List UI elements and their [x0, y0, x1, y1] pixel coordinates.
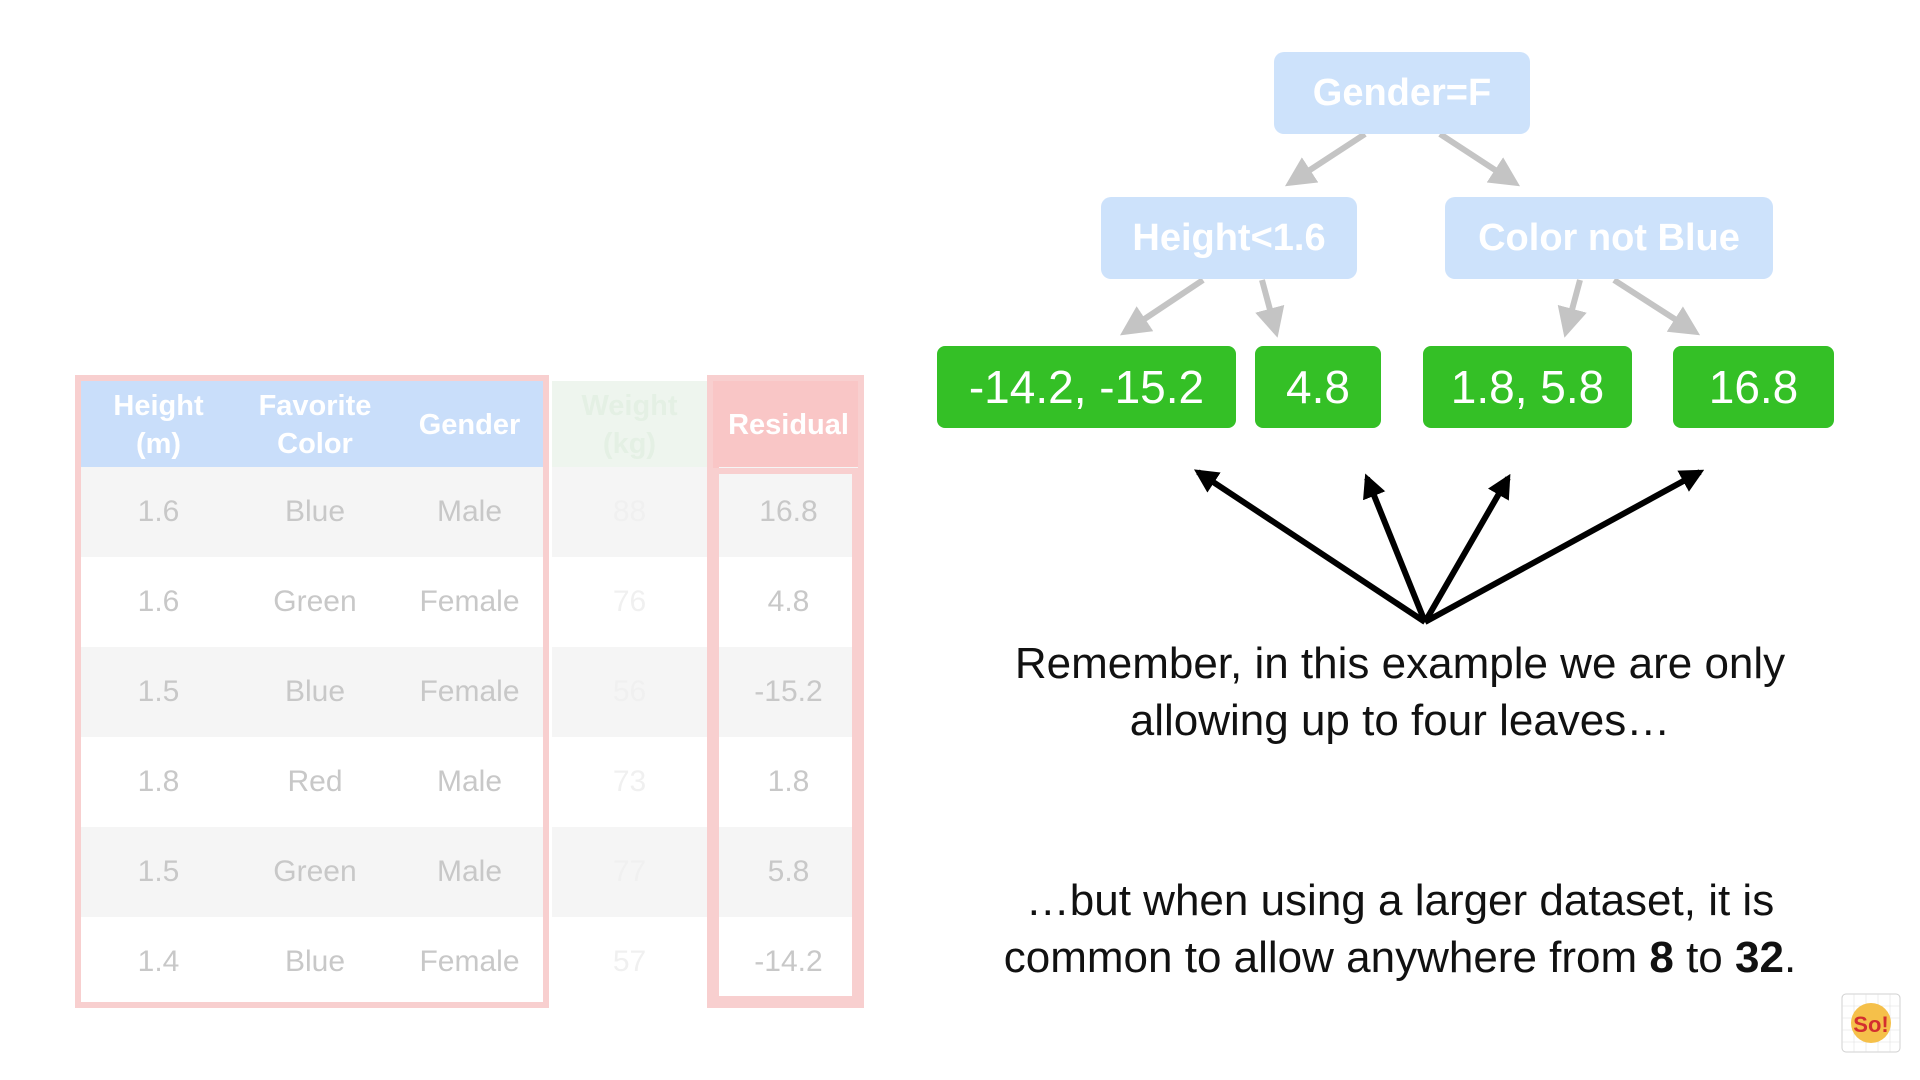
cell-weight: 57: [612, 945, 647, 978]
header-favorite-color: Favorite Color: [236, 381, 394, 468]
cell-residual: 16.8: [719, 467, 858, 557]
cell-gender: Male: [436, 765, 503, 798]
header-residual: Residual: [713, 381, 864, 468]
statquest-logo: So!: [1840, 992, 1902, 1054]
larger-dataset-prefix: …but when using a larger dataset, it is …: [1003, 876, 1775, 982]
pointer-arrow-2: [1363, 473, 1428, 624]
period: .: [1783, 933, 1797, 982]
leaf-4: 16.8: [1673, 346, 1834, 428]
max-leaves-number: 32: [1735, 933, 1784, 982]
cell-gender: Female: [419, 945, 520, 978]
leaf-3: 1.8, 5.8: [1423, 346, 1632, 428]
cell-gender: Male: [394, 467, 545, 557]
cell-height: 1.5: [81, 647, 236, 737]
cell-favorite-color: Blue: [236, 467, 394, 557]
edge-root-right: [1438, 131, 1521, 187]
edge-right-leaf3: [1557, 279, 1587, 338]
cell-gender: Male: [394, 827, 545, 917]
cell-weight: 56: [552, 647, 707, 737]
cell-height: 1.5: [81, 827, 236, 917]
header-height: Height (m): [81, 381, 236, 468]
cell-gender: Female: [394, 647, 545, 737]
leaf-2: 4.8: [1255, 346, 1381, 428]
edge-root-left: [1284, 131, 1367, 187]
edge-left-leaf2: [1255, 279, 1285, 338]
residual-column-frame: [707, 375, 864, 1008]
cell-favorite-color: Blue: [236, 647, 394, 737]
cell-weight: 76: [612, 585, 647, 618]
edge-left-leaf1: [1120, 277, 1205, 336]
cell-favorite-color: Red: [287, 765, 343, 798]
logo-badge-icon: So!: [1841, 993, 1901, 1053]
cell-favorite-color: Green: [236, 827, 394, 917]
min-leaves-number: 8: [1649, 933, 1674, 982]
leaf-1: -14.2, -15.2: [937, 346, 1236, 428]
to-word: to: [1673, 933, 1736, 982]
cell-residual: 5.8: [719, 827, 858, 917]
cell-weight: 73: [612, 765, 647, 798]
cell-residual: -15.2: [719, 647, 858, 737]
svg-text:So!: So!: [1853, 1012, 1888, 1037]
remember-text: Remember, in this example we are only al…: [1014, 639, 1786, 745]
cell-height: 1.4: [137, 945, 180, 978]
tree-root-node: Gender=F: [1274, 52, 1530, 134]
cell-residual: 1.8: [767, 765, 810, 798]
residual-values-frame: [713, 468, 858, 1002]
cell-residual: -14.2: [754, 945, 823, 978]
cell-favorite-color: Green: [273, 585, 357, 618]
cell-weight: 77: [552, 827, 707, 917]
tree-right-node: Color not Blue: [1445, 197, 1773, 279]
pointer-arrow-3: [1422, 473, 1511, 624]
edge-right-leaf4: [1612, 277, 1701, 336]
cell-height: 1.8: [137, 765, 180, 798]
larger-dataset-text: …but when using a larger dataset, it is …: [960, 872, 1840, 986]
cell-residual: 4.8: [767, 585, 810, 618]
cell-height: 1.6: [137, 585, 180, 618]
pointer-arrow-1: [1193, 469, 1427, 625]
cell-height: 1.6: [81, 467, 236, 557]
header-gender: Gender: [394, 381, 545, 468]
cell-gender: Female: [419, 585, 520, 618]
cell-favorite-color: Blue: [284, 945, 346, 978]
tree-left-node: Height<1.6: [1101, 197, 1357, 279]
header-weight: Weight (kg): [552, 381, 707, 468]
cell-weight: 88: [552, 467, 707, 557]
predictor-columns-frame: [75, 375, 549, 1008]
pointer-arrow-4: [1423, 469, 1705, 625]
